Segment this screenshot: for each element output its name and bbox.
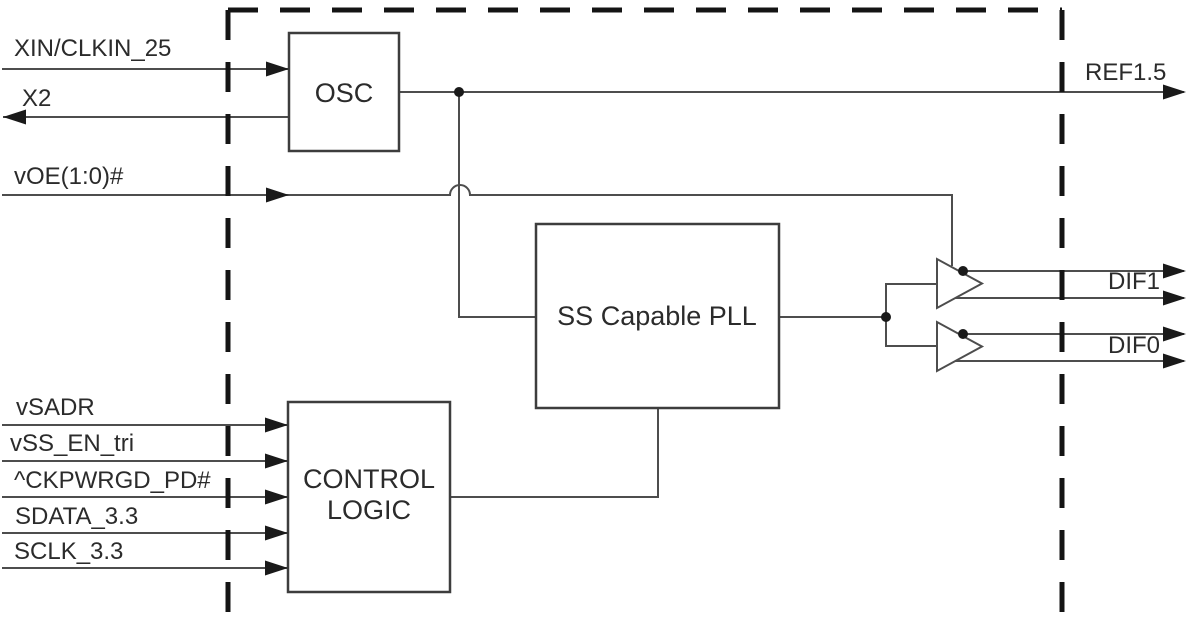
x2-arrow-icon — [3, 109, 26, 125]
ref-label: REF1.5 — [1085, 59, 1166, 86]
dif1-label: DIF1 — [1108, 268, 1160, 295]
dif0-n-arrow-icon — [1163, 353, 1186, 369]
voe-wire — [2, 184, 953, 266]
vss-en-label: vSS_EN_tri — [10, 430, 134, 457]
ckpwrgd-arrow-icon — [265, 489, 288, 505]
dif1-buffer-icon — [936, 257, 985, 310]
pll-block-label: SS Capable PLL — [557, 301, 757, 331]
pll-branch-dot — [881, 312, 891, 322]
dif-output-wires — [955, 270, 1184, 362]
sdata-arrow-icon — [265, 525, 288, 541]
dif1-p-arrow-icon — [1163, 263, 1186, 279]
osc-pll-wire — [458, 92, 536, 318]
vss-en-arrow-icon — [265, 453, 288, 469]
ref-arrow-icon — [1163, 84, 1186, 100]
vsadr-arrow-icon — [265, 417, 288, 433]
wires — [2, 68, 1184, 569]
vsadr-label: vSADR — [16, 394, 95, 421]
voe-label: vOE(1:0)# — [14, 163, 124, 190]
control-logic-label-line1: CONTROL — [303, 464, 435, 494]
control-pll-wire — [450, 408, 659, 498]
dif0-p-arrow-icon — [1163, 326, 1186, 342]
xin-label: XIN/CLKIN_25 — [14, 35, 171, 62]
dif1-tap-dot — [958, 266, 968, 276]
voe-arrow-icon — [266, 187, 289, 203]
junction-dots — [454, 87, 968, 339]
ckpwrgd-label: ^CKPWRGD_PD# — [14, 467, 211, 494]
osc-block-label: OSC — [315, 78, 374, 108]
osc-block — [287, 31, 401, 153]
sclk-label: SCLK_3.3 — [14, 538, 123, 565]
sclk-arrow-icon — [265, 560, 288, 576]
xin-arrow-icon — [266, 61, 289, 77]
arrowheads — [3, 61, 1186, 576]
control-logic-block — [286, 400, 452, 594]
chip-boundary — [225, 7, 1065, 628]
buffer-feed-wire — [885, 283, 937, 347]
pll-block — [534, 222, 781, 410]
sdata-label: SDATA_3.3 — [15, 503, 138, 530]
control-logic-label-line2: LOGIC — [327, 495, 411, 525]
dif1-n-arrow-icon — [1163, 290, 1186, 306]
x2-label: X2 — [22, 85, 51, 112]
dif0-label: DIF0 — [1108, 332, 1160, 359]
osc-branch-dot — [454, 87, 464, 97]
dif0-buffer-icon — [936, 320, 985, 373]
dif0-tap-dot — [958, 329, 968, 339]
